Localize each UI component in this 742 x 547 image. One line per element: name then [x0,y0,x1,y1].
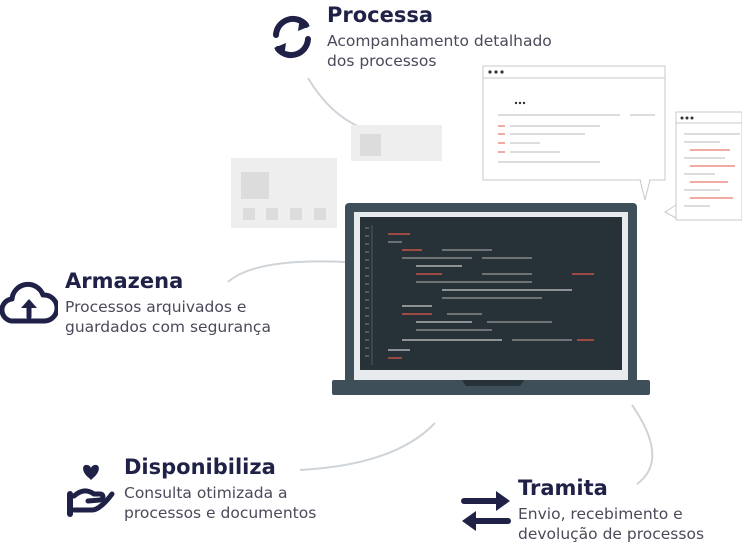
laptop-notch [462,380,524,386]
feature-processa: Processa Acompanhamento detalhado dos pr… [327,3,552,71]
feature-description: Acompanhamento detalhado dos processos [327,31,552,71]
laptop-screen [360,217,622,370]
feature-desc-line: dos processos [327,52,437,71]
feature-description: Consulta otimizada a processos e documen… [124,483,316,523]
feature-title: Processa [327,3,434,27]
feature-armazena: Armazena Processos arquivados e guardado… [65,269,271,337]
sync-arrows-icon [266,11,318,63]
exchange-arrows-icon [460,488,512,534]
cloud-upload-icon [0,281,60,327]
feature-desc-line: Envio, recebimento e [518,505,683,524]
feature-desc-line: guardados com segurança [65,318,271,337]
laptop-illustration [332,203,650,395]
feature-desc-line: devolução de processos [518,525,705,544]
feature-title: Disponibiliza [124,455,276,479]
feature-desc-line: Processos arquivados e [65,298,247,317]
editor-window [664,111,742,221]
hand-heart-icon [66,464,118,518]
connector-disponibiliza [299,422,436,471]
connector-armazena [227,260,346,283]
browser-window [482,65,666,201]
feature-description: Processos arquivados e guardados com seg… [65,297,271,337]
connector-tramita [631,404,654,485]
feature-title: Armazena [65,269,184,293]
feature-title: Tramita [518,476,608,500]
feature-tramita: Tramita Envio, recebimento e devolução d… [518,476,704,544]
feature-description: Envio, recebimento e devolução de proces… [518,504,704,544]
feature-desc-line: Acompanhamento detalhado [327,32,552,51]
feature-desc-line: processos e documentos [124,504,317,523]
feature-disponibiliza: Disponibiliza Consulta otimizada a proce… [124,455,316,523]
laptop-base [332,380,650,395]
feature-desc-line: Consulta otimizada a [124,484,288,503]
